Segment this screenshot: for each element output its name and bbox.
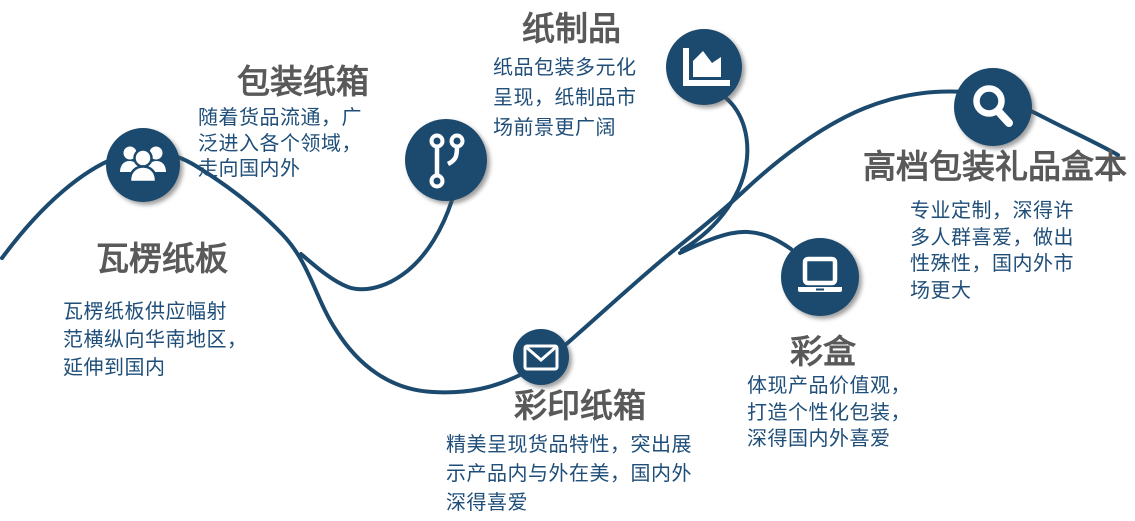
paper-products-node	[666, 29, 742, 105]
laptop-node-connector	[678, 229, 793, 255]
gift-box-node	[954, 68, 1032, 146]
search-icon	[973, 85, 1013, 127]
section-title-packing-carton: 包装纸箱	[237, 63, 369, 100]
color-print-carton-node	[513, 329, 569, 385]
laptop-icon	[798, 256, 842, 292]
people-group-icon	[120, 146, 166, 184]
section-body-color-box: 体现产品价值观， 打造个性化包装， 深得国内外喜爱	[747, 375, 911, 450]
branch-icon	[429, 133, 465, 189]
section-title-gift-box: 高档包装礼品盒本	[863, 148, 1127, 185]
corrugated-board-node	[106, 128, 180, 202]
packing-carton-node	[405, 119, 487, 201]
section-title-color-print-carton: 彩印纸箱	[514, 387, 646, 424]
section-body-gift-box: 专业定制，深得许 多人群喜爱，做出 性殊性，国内外市 场更大	[910, 200, 1074, 302]
chart-node-connector	[680, 96, 750, 252]
color-box-node	[781, 238, 859, 316]
section-title-paper-products: 纸制品	[522, 10, 621, 47]
section-body-paper-products: 纸品包装多元化 呈现，纸制品市 场前景更广阔	[493, 57, 637, 139]
mail-icon	[523, 344, 559, 371]
branch-node-connector	[299, 198, 454, 292]
section-title-corrugated-board: 瓦楞纸板	[96, 240, 228, 277]
section-body-color-print-carton: 精美呈现货品特性，突出展 示产品内与外在美，国内外 深得喜爱	[446, 434, 692, 514]
section-body-corrugated-board: 瓦楞纸板供应幅射 范横纵向华南地区， 延伸到国内	[63, 301, 248, 379]
section-title-color-box: 彩盒	[790, 333, 856, 370]
section-body-packing-carton: 随着货品流通，广 泛进入各个领域， 走向国内外	[198, 107, 362, 180]
area-chart-icon	[683, 48, 730, 86]
